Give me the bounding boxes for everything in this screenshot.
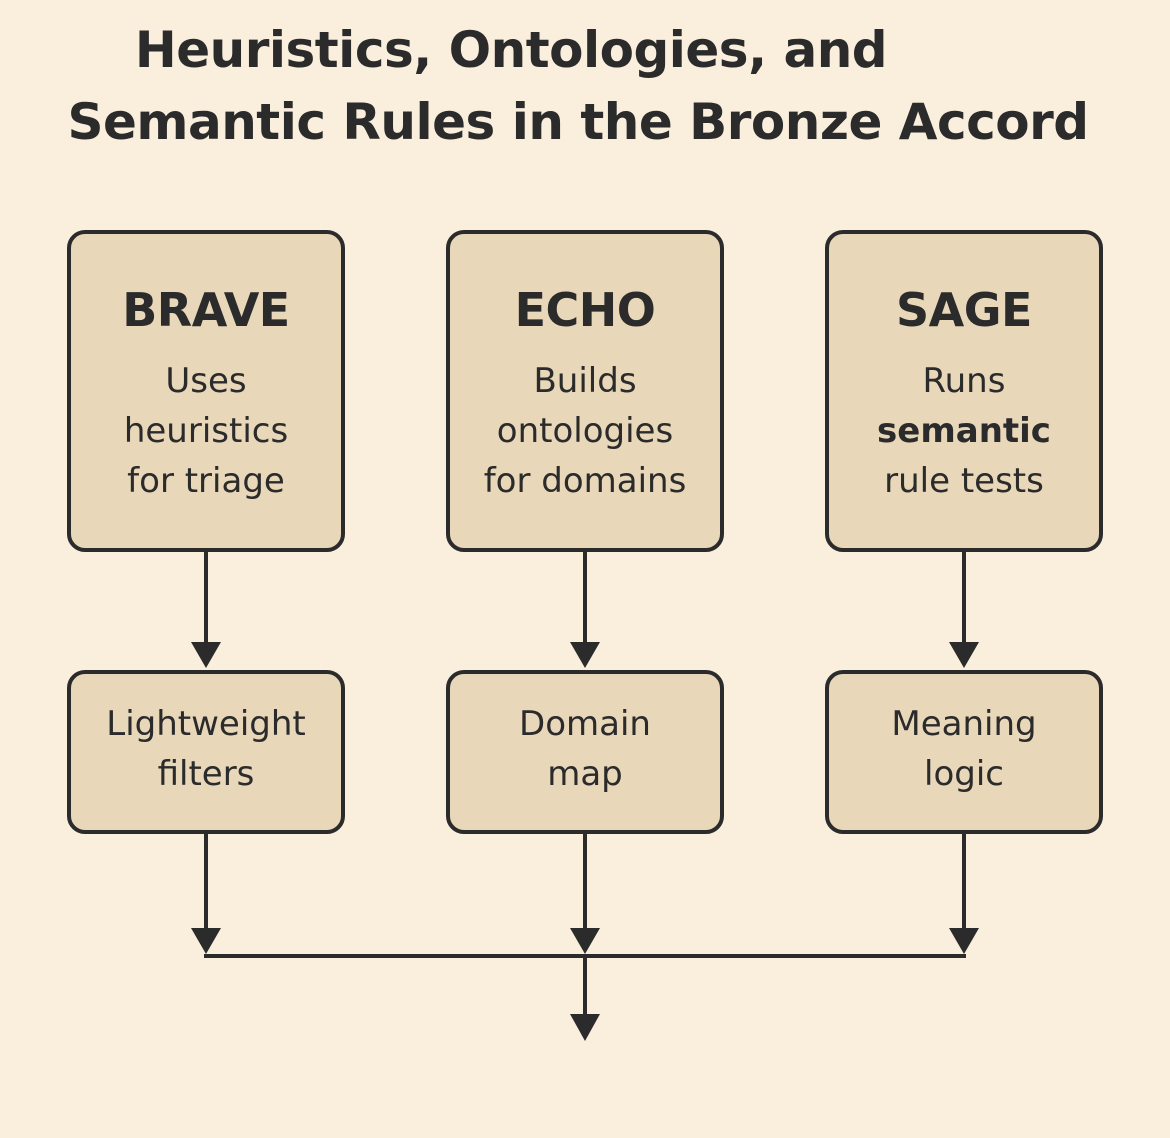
brave-desc-line-3: for triage <box>127 461 285 501</box>
sage-description: Runs semantic rule tests <box>829 356 1099 506</box>
brave-output-line-2: filters <box>157 754 255 794</box>
arrowhead-brave-filters <box>191 642 221 668</box>
arrowhead-echo-map <box>570 642 600 668</box>
echo-box: ECHO Builds ontologies for domains <box>446 230 724 552</box>
domain-map-box: Domain map <box>446 670 724 834</box>
echo-desc-line-1: Builds <box>533 361 637 401</box>
echo-description: Builds ontologies for domains <box>450 356 720 506</box>
arrowhead-sage-logic <box>949 642 979 668</box>
brave-description: Uses heuristics for triage <box>71 356 341 506</box>
sage-output-line-1: Meaning <box>891 704 1037 744</box>
diagram-title: Heuristics, Ontologies, and Semantic Rul… <box>0 14 1170 158</box>
arrowhead-final-output <box>570 1014 600 1041</box>
sage-name: SAGE <box>896 283 1032 337</box>
brave-output-line-1: Lightweight <box>106 704 306 744</box>
arrowhead-map-merge <box>570 928 600 954</box>
echo-output-line-1: Domain <box>519 704 651 744</box>
sage-box: SAGE Runs semantic rule tests <box>825 230 1103 552</box>
sage-output-line-2: logic <box>924 754 1004 794</box>
brave-desc-line-2: heuristics <box>123 411 289 451</box>
title-line-2: Semantic Rules in the Bronze Accord <box>67 93 1089 151</box>
brave-desc-line-1: Uses <box>165 361 247 401</box>
brave-box: BRAVE Uses heuristics for triage <box>67 230 345 552</box>
echo-desc-line-2: ontologies <box>496 411 674 451</box>
arrowhead-logic-merge <box>949 928 979 954</box>
meaning-logic-label: Meaning logic <box>891 699 1036 799</box>
sage-desc-line-1: Runs <box>922 361 1006 401</box>
title-line-1: Heuristics, Ontologies, and <box>134 21 888 79</box>
brave-name: BRAVE <box>122 283 290 337</box>
arrowhead-filters-merge <box>191 928 221 954</box>
sage-desc-line-2: semantic <box>877 411 1051 451</box>
domain-map-label: Domain map <box>519 699 651 799</box>
echo-output-line-2: map <box>547 754 623 794</box>
sage-desc-line-3: rule tests <box>884 461 1044 501</box>
echo-desc-line-3: for domains <box>483 461 687 501</box>
lightweight-filters-box: Lightweight filters <box>67 670 345 834</box>
lightweight-filters-label: Lightweight filters <box>106 699 305 799</box>
echo-name: ECHO <box>514 283 656 337</box>
meaning-logic-box: Meaning logic <box>825 670 1103 834</box>
